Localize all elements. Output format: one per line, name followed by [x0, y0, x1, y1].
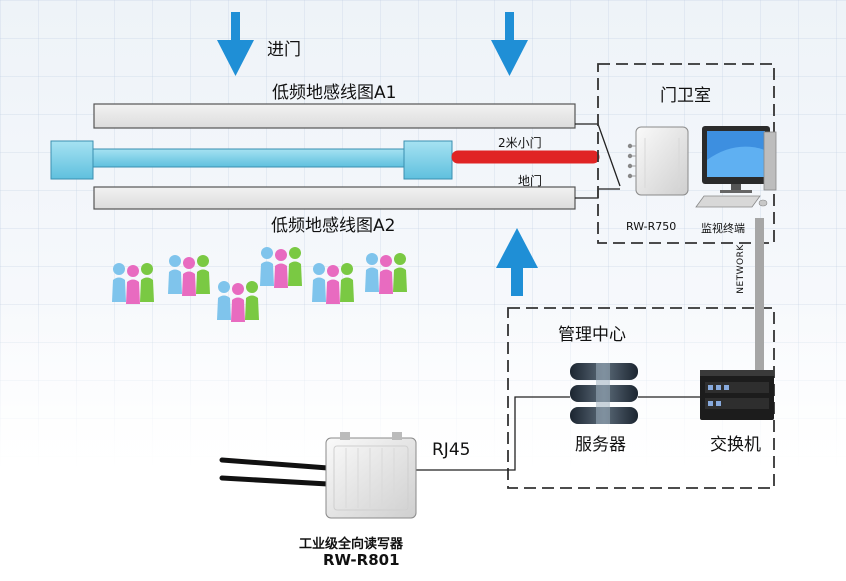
network-label: NETWORK [735, 244, 746, 294]
person-head [113, 263, 125, 275]
person-head [341, 263, 353, 275]
rj45-label: RJ45 [432, 440, 471, 460]
reader-device-icon [627, 126, 689, 196]
network-cable [755, 218, 764, 378]
server-label: 服务器 [575, 435, 626, 455]
rj45-cable [415, 396, 570, 471]
people-group-icon [112, 247, 407, 322]
people-group-icon [112, 263, 154, 304]
person-head [394, 253, 406, 265]
antenna-icon [219, 457, 331, 487]
reader-r750-label: RW-R750 [626, 220, 677, 233]
loop-bar-a2 [93, 186, 576, 210]
barrier-arm [91, 148, 407, 168]
guard-room-box [597, 63, 775, 244]
person-body [326, 279, 340, 304]
person-head [366, 253, 378, 265]
person-head [313, 263, 325, 275]
server-icon [570, 363, 638, 424]
people-group-icon [365, 253, 407, 294]
monitor-terminal-label: 监视终端 [701, 222, 745, 235]
person-head [289, 247, 301, 259]
loop-bar-a1 [93, 103, 576, 129]
person-body [126, 279, 140, 304]
up-arrow-icon [496, 228, 538, 296]
people-group-icon [260, 247, 302, 288]
person-body [274, 263, 288, 288]
switch-icon [700, 370, 774, 420]
person-body [182, 271, 196, 296]
person-head [197, 255, 209, 267]
person-head [232, 283, 244, 295]
person-head [141, 263, 153, 275]
background-fade [0, 300, 846, 581]
guard-room-label: 门卫室 [660, 86, 711, 106]
entrance-label: 进门 [267, 40, 301, 60]
person-body [217, 295, 231, 320]
management-center-label: 管理中心 [558, 325, 626, 345]
person-head [380, 255, 392, 267]
reader-desc-label: 工业级全向读写器 [299, 537, 404, 552]
person-body [196, 269, 210, 294]
reader-device-icon [325, 432, 417, 519]
ground-gate-label: 地门 [518, 174, 543, 188]
person-body [245, 295, 259, 320]
person-head [327, 265, 339, 277]
person-body [260, 261, 274, 286]
computer-monitor-icon [695, 126, 777, 208]
down-arrow-icon [217, 12, 254, 76]
person-body [112, 277, 126, 302]
person-body [140, 277, 154, 302]
loop-a2-label: 低频地感线图A2 [271, 216, 396, 236]
person-body [393, 267, 407, 292]
management-center-box [507, 307, 775, 489]
people-group-icon [168, 255, 210, 296]
gate-2m-label: 2米小门 [498, 136, 542, 150]
switch-label: 交换机 [710, 435, 761, 455]
person-body [340, 277, 354, 302]
person-body [168, 269, 182, 294]
barrier-post-right [403, 140, 453, 180]
loop-a1-label: 低频地感线图A1 [272, 83, 397, 103]
person-body [365, 267, 379, 292]
reader-r801-label: RW-R801 [323, 551, 400, 569]
person-head [127, 265, 139, 277]
person-body [288, 261, 302, 286]
down-arrow-icon [491, 12, 528, 76]
people-group-icon [217, 281, 259, 322]
people-group-icon [312, 263, 354, 304]
barrier-post-left [50, 140, 94, 180]
person-body [231, 297, 245, 322]
person-head [218, 281, 230, 293]
person-head [183, 257, 195, 269]
person-head [246, 281, 258, 293]
person-body [379, 269, 393, 294]
person-head [275, 249, 287, 261]
person-head [169, 255, 181, 267]
person-body [312, 277, 326, 302]
person-head [261, 247, 273, 259]
